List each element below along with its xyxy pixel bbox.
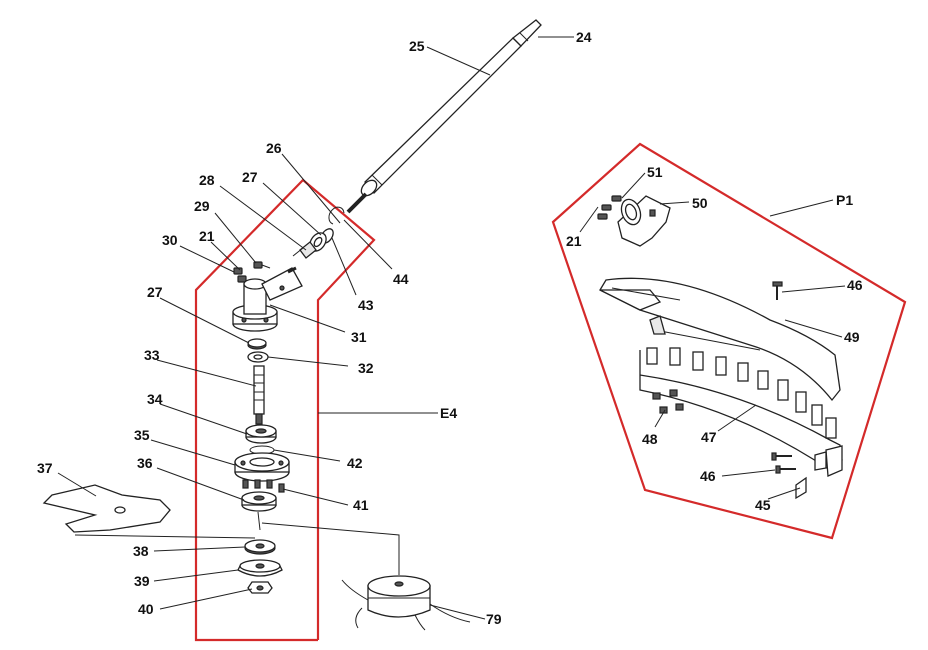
bolt-46-top <box>772 281 783 300</box>
bearing-27-lower <box>247 338 267 350</box>
label-49: 49 <box>844 329 860 345</box>
screws-41 <box>242 479 285 493</box>
label-e4: E4 <box>440 405 457 421</box>
label-38: 38 <box>133 543 149 559</box>
bolts-46-bottom <box>771 452 796 474</box>
guard-bolts-48 <box>652 389 684 414</box>
label-p1: P1 <box>836 192 853 208</box>
label-21-right: 21 <box>566 233 582 249</box>
cup-washer-39 <box>237 559 283 577</box>
label-45: 45 <box>755 497 771 513</box>
label-41: 41 <box>353 497 369 513</box>
label-32: 32 <box>358 360 374 376</box>
label-42: 42 <box>347 455 363 471</box>
guard-clamp-50 <box>617 195 671 247</box>
guard-shield-49 <box>599 277 841 402</box>
gear-28 <box>292 241 317 259</box>
label-24: 24 <box>576 29 592 45</box>
label-51: 51 <box>647 164 663 180</box>
label-35: 35 <box>134 427 150 443</box>
label-46-bottom: 46 <box>700 468 716 484</box>
label-48: 48 <box>642 431 658 447</box>
guard-comb-47 <box>639 347 843 477</box>
label-29: 29 <box>194 198 210 214</box>
label-34: 34 <box>147 391 163 407</box>
line-cutter-45 <box>795 451 827 500</box>
label-50: 50 <box>692 195 708 211</box>
label-33: 33 <box>144 347 160 363</box>
trimmer-head-79 <box>341 575 471 631</box>
label-27-lower: 27 <box>147 284 163 300</box>
bearing-34 <box>245 424 277 444</box>
label-79: 79 <box>486 611 502 627</box>
drive-shaft-tip <box>512 19 542 47</box>
circlip-44 <box>328 206 345 225</box>
gearbox-housing <box>232 266 303 332</box>
washer-38 <box>244 539 276 555</box>
label-25: 25 <box>409 38 425 54</box>
label-31: 31 <box>351 329 367 345</box>
label-46-top: 46 <box>847 277 863 293</box>
label-40: 40 <box>138 601 154 617</box>
label-26: 26 <box>266 140 282 156</box>
label-39: 39 <box>134 573 150 589</box>
bearing-cover-35 <box>234 452 290 482</box>
label-36: 36 <box>137 455 153 471</box>
nut-40 <box>247 581 273 594</box>
gearbox-group-outline <box>194 178 376 642</box>
label-44: 44 <box>393 271 409 287</box>
cutting-blade-37 <box>42 484 171 533</box>
label-47: 47 <box>701 429 717 445</box>
blade-holder-36 <box>241 491 277 512</box>
label-37: 37 <box>37 460 53 476</box>
clamp-screws-51 <box>597 195 622 220</box>
label-27-upper: 27 <box>242 169 258 185</box>
label-43: 43 <box>358 297 374 313</box>
label-21-left: 21 <box>199 228 215 244</box>
drive-shaft-tube <box>360 37 522 197</box>
shaft-spline <box>346 192 368 214</box>
bolt-29 <box>253 261 271 269</box>
bolt-21-30 <box>233 267 247 283</box>
spindle-shaft <box>253 365 265 425</box>
label-28: 28 <box>199 172 215 188</box>
label-30: 30 <box>162 232 178 248</box>
guard-group-outline <box>551 142 907 540</box>
